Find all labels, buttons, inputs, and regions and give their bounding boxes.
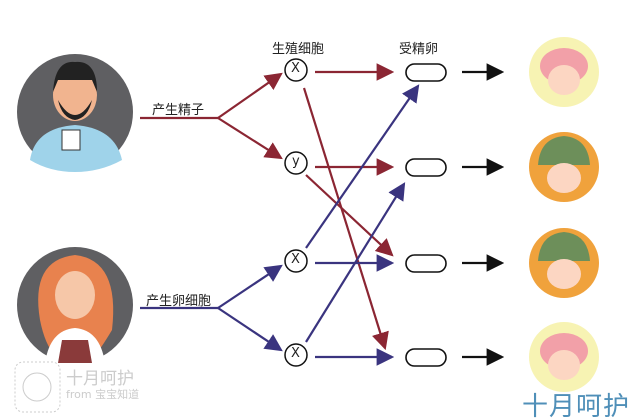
watermark-source: from 宝宝知道: [66, 388, 140, 401]
result-arrows: [462, 63, 505, 366]
baby-girl-2: [529, 322, 599, 392]
egg-x-cell-1: [284, 249, 308, 273]
produce-sperm-label: 产生精子: [152, 103, 205, 118]
germ-cells-label: 生殖细胞: [272, 42, 325, 57]
mother-avatar: [17, 247, 133, 363]
egg-x-text-2: X: [291, 346, 300, 361]
sperm-y-cell: [284, 151, 308, 175]
egg-x-cell-2: [284, 343, 308, 367]
produce-egg-label: 产生卵细胞: [146, 294, 212, 309]
egg-x-text-1: X: [291, 252, 300, 267]
sperm-y-text: y: [292, 154, 300, 169]
baby-boy-2: [529, 228, 599, 298]
sperm-paths: [140, 63, 395, 351]
baby-boy-1: [529, 132, 599, 202]
watermark-logo-icon: [14, 361, 61, 413]
father-avatar: [17, 54, 133, 172]
sperm-x-text: X: [291, 61, 300, 76]
egg-paths: [140, 84, 420, 366]
zygotes: [405, 63, 447, 367]
zygote-label: 受精卵: [399, 42, 439, 57]
watermark-name: 十月呵护: [66, 369, 134, 389]
brand-watermark: 十月呵护: [522, 392, 631, 420]
germ-cells: [284, 58, 308, 367]
baby-girl-1: [529, 37, 599, 107]
sperm-x-cell: [284, 58, 308, 82]
